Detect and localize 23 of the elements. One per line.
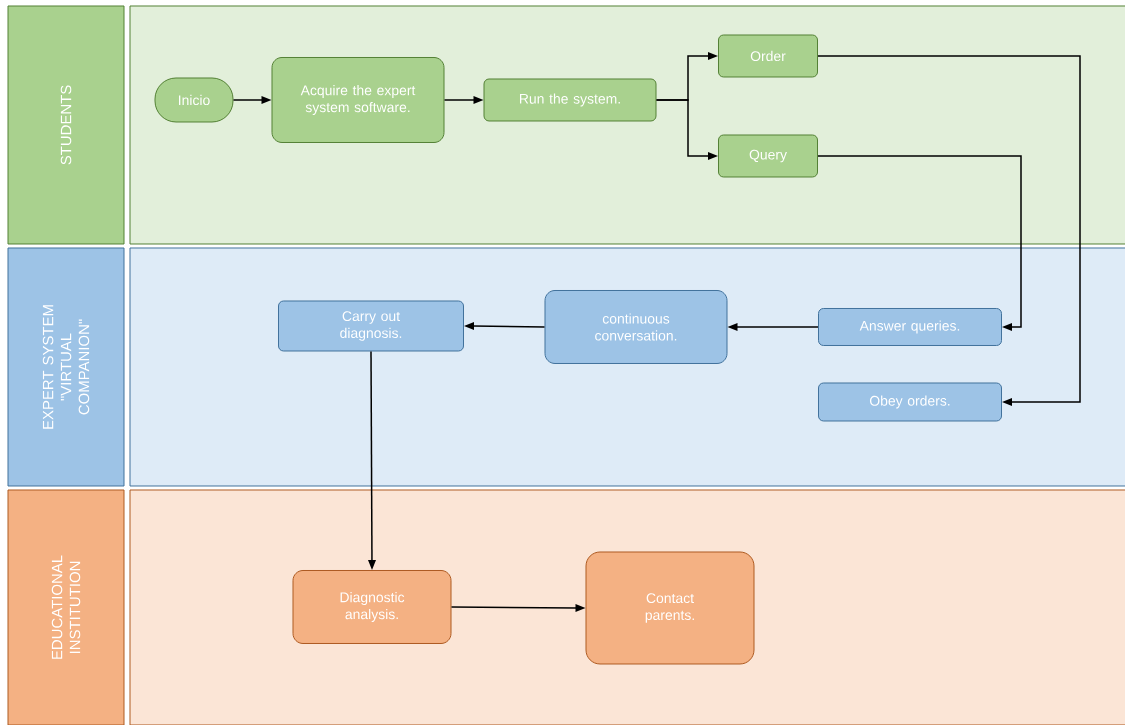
arrow — [655, 99, 718, 160]
lane-header: EXPERT SYSTEM "VIRTUAL COMPANION" — [7, 247, 125, 487]
process-box: Carry out diagnosis. — [278, 300, 464, 352]
process-box: Acquire the expert system software. — [271, 57, 445, 143]
arrow — [368, 350, 376, 570]
start-terminal: Inicio — [154, 77, 234, 123]
process-box: Query — [718, 134, 818, 178]
lane-header: EDUCATIONAL INSTITUTION — [7, 489, 125, 725]
process-box: Obey orders. — [818, 382, 1002, 422]
process-box: Diagnostic analysis. — [292, 570, 452, 644]
arrow — [727, 323, 819, 331]
arrow — [817, 55, 1081, 406]
process-box: Run the system. — [483, 78, 657, 122]
arrow — [443, 96, 484, 104]
arrow — [232, 96, 272, 104]
lane-header: STUDENTS — [7, 5, 125, 245]
process-box: continuous conversation. — [544, 290, 728, 364]
process-box: Answer queries. — [818, 308, 1002, 346]
arrow — [464, 322, 546, 330]
arrow — [817, 155, 1022, 331]
arrow — [450, 604, 586, 612]
process-box: Contact parents. — [585, 551, 755, 665]
process-box: Order — [718, 34, 818, 78]
